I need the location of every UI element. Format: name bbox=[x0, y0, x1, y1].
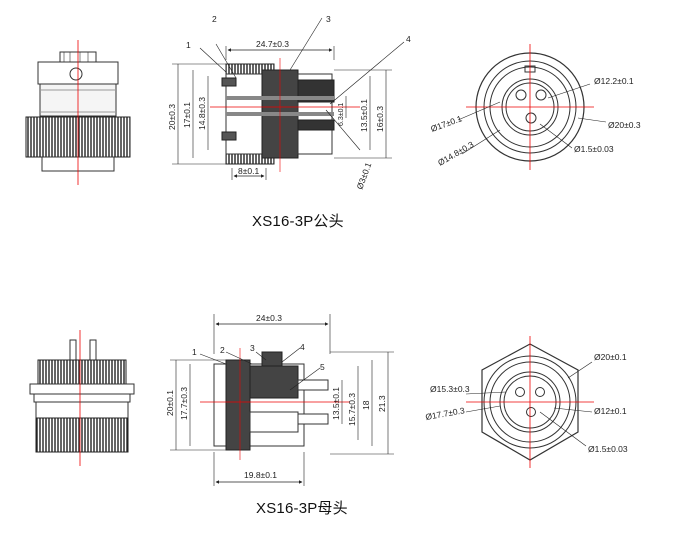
dim-length: 24.7±0.3 bbox=[256, 39, 289, 49]
dim-base: 19.8±0.1 bbox=[244, 470, 277, 480]
female-side-labels: 24±0.3 19.8±0.1 20±0.1 17.7±0.3 13.5±0.1… bbox=[165, 313, 387, 480]
dim-h3: 14.8±0.3 bbox=[197, 97, 207, 130]
callout-2: 2 bbox=[220, 345, 225, 355]
female-side-section bbox=[200, 348, 350, 460]
dim-d4: Ø17.7±0.3 bbox=[425, 405, 466, 422]
dim-r1: 13.5±0.1 bbox=[331, 387, 341, 420]
callout-2: 2 bbox=[212, 14, 217, 24]
male-side-callouts: 1 2 3 4 bbox=[186, 14, 411, 50]
dim-h2: 17.7±0.3 bbox=[179, 387, 189, 420]
male-perspective-view bbox=[25, 40, 131, 185]
female-side-callouts: 1 2 3 4 5 bbox=[192, 342, 325, 372]
female-front-labels: Ø20±0.1 Ø15.3±0.3 Ø12±0.1 Ø17.7±0.3 Ø1.5… bbox=[425, 352, 628, 454]
dim-r4: 21.3 bbox=[377, 395, 387, 412]
dim-h1: 20±0.3 bbox=[167, 104, 177, 130]
callout-5: 5 bbox=[320, 362, 325, 372]
male-front-leaders bbox=[457, 83, 607, 155]
dim-d4: Ø14.8±0.3 bbox=[436, 139, 476, 168]
female-title: XS16-3P母头 bbox=[256, 500, 348, 517]
female-front-leaders bbox=[465, 361, 593, 447]
dim-r2: 15.7±0.3 bbox=[347, 393, 357, 426]
dim-pin: Ø3±0.1 bbox=[354, 161, 373, 191]
dim-d2: Ø20±0.3 bbox=[608, 120, 641, 130]
callout-1: 1 bbox=[192, 347, 197, 357]
dim-h1: 20±0.1 bbox=[165, 390, 175, 416]
male-title: XS16-3P公头 bbox=[252, 213, 344, 230]
male-side-section bbox=[210, 58, 360, 172]
callout-3: 3 bbox=[326, 14, 331, 24]
dim-d3: Ø17±0.1 bbox=[429, 113, 463, 134]
female-front-view bbox=[466, 336, 594, 468]
dim-h2: 17±0.1 bbox=[182, 102, 192, 128]
male-side-dimensions bbox=[172, 17, 405, 180]
dim-r2: 13.5±0.1 bbox=[359, 99, 369, 132]
dim-d1: Ø20±0.1 bbox=[594, 352, 627, 362]
dim-d5: Ø1.5±0.03 bbox=[588, 444, 628, 454]
dim-thread: 8±0.1 bbox=[238, 166, 259, 176]
dim-length: 24±0.3 bbox=[256, 313, 282, 323]
female-perspective-view bbox=[29, 330, 135, 466]
dim-d1: Ø12.2±0.1 bbox=[594, 76, 634, 86]
callout-4: 4 bbox=[406, 34, 411, 44]
male-front-view bbox=[466, 44, 594, 170]
dim-r3: 16±0.3 bbox=[375, 106, 385, 132]
callout-1: 1 bbox=[186, 40, 191, 50]
female-side-dimensions bbox=[170, 314, 394, 486]
male-front-labels: Ø12.2±0.1 Ø20±0.3 Ø17±0.1 Ø14.8±0.3 Ø1.5… bbox=[429, 76, 641, 168]
callout-4: 4 bbox=[300, 342, 305, 352]
dim-r3: 18 bbox=[361, 400, 371, 410]
dim-r1: 6.3±0.1 bbox=[338, 103, 345, 126]
dim-d2: Ø15.3±0.3 bbox=[430, 384, 470, 394]
dim-d5: Ø1.5±0.03 bbox=[574, 144, 614, 154]
callout-3: 3 bbox=[250, 343, 255, 353]
dim-d3: Ø12±0.1 bbox=[594, 406, 627, 416]
